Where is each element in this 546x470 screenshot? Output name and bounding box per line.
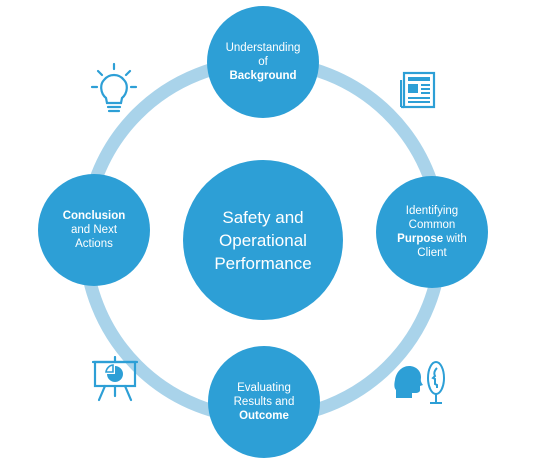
top-node: Understanding of Background [207, 6, 319, 118]
center-line-3: Performance [214, 253, 312, 273]
left-node: Conclusion and Next Actions [38, 174, 150, 286]
top-line-2: of [258, 56, 268, 68]
newspaper-icon [400, 71, 436, 109]
right-node: Identifying Common Purpose with Client [376, 176, 488, 288]
right-line-2: Common [408, 219, 456, 231]
left-bold: Conclusion [62, 210, 126, 222]
bottom-line-1: Evaluating [237, 382, 291, 394]
left-line-2: and Next [70, 224, 118, 236]
bottom-bold: Outcome [239, 410, 289, 422]
presentation-chart-icon [92, 356, 138, 402]
head-mirror-icon [394, 361, 445, 404]
right-line-1: Identifying [405, 205, 459, 217]
right-line-4: Client [417, 247, 447, 259]
top-bold: Background [229, 70, 297, 82]
lightbulb-icon [90, 62, 138, 113]
center-line-1: Safety and [222, 207, 304, 227]
bottom-line-2: Results and [233, 396, 295, 408]
left-line-3: Actions [75, 238, 113, 250]
center-line-2: Operational [219, 230, 307, 250]
bottom-node: Evaluating Results and Outcome [208, 346, 320, 458]
center-node: Safety and Operational Performance [183, 160, 343, 320]
right-bold: Purpose [397, 233, 444, 245]
top-line-1: Understanding [225, 42, 301, 54]
right-line-3: Purpose with [397, 232, 467, 246]
right-tail: with [443, 233, 467, 245]
